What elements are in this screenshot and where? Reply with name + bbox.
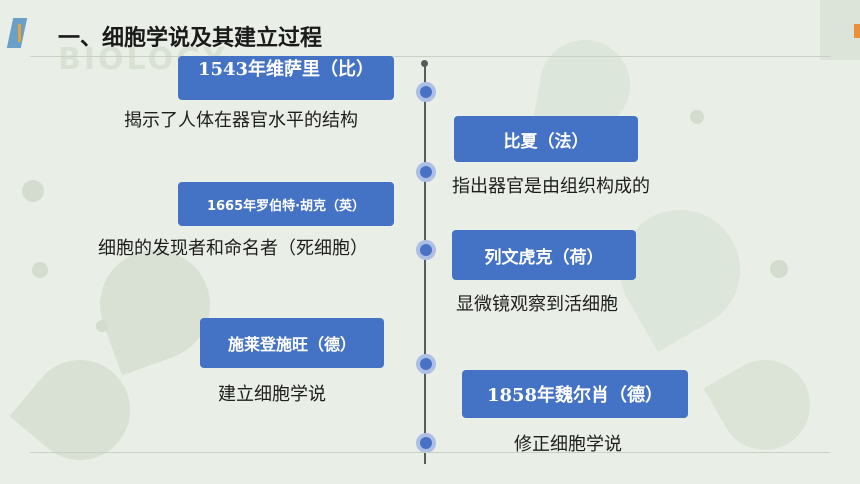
corner-accent-right (854, 24, 860, 38)
event-description-hooke: 细胞的发现者和命名者（死细胞） (98, 238, 368, 259)
event-label-schleiden-schwann: 施莱登施旺（德） (200, 318, 384, 368)
corner-decoration-right (820, 0, 860, 60)
event-description-virchow: 修正细胞学说 (514, 434, 622, 455)
event-description-bichat: 指出器官是由组织构成的 (452, 176, 650, 197)
footer-rule (30, 452, 830, 453)
timeline-node (416, 162, 436, 182)
corner-decoration-left (6, 18, 28, 48)
event-description-schleiden-schwann: 建立细胞学说 (218, 384, 326, 405)
dot-decoration (22, 180, 44, 202)
timeline-axis-start (421, 60, 428, 67)
header-rule (30, 56, 830, 57)
leaf-decoration (703, 343, 827, 467)
event-description-leeuwenhoek: 显微镜观察到活细胞 (456, 294, 618, 315)
dot-decoration (690, 110, 704, 124)
event-description-vesalius: 揭示了人体在器官水平的结构 (124, 110, 358, 131)
event-label-vesalius: 1543年维萨里（比） (178, 56, 394, 100)
timeline-node (416, 354, 436, 374)
dot-decoration (770, 260, 788, 278)
corner-accent-left (18, 24, 21, 42)
dot-decoration (96, 320, 108, 332)
event-label-virchow: 1858年魏尔肖（德） (462, 370, 688, 418)
timeline-node (416, 240, 436, 260)
dot-decoration (32, 262, 48, 278)
timeline-node (416, 82, 436, 102)
event-label-hooke: 1665年罗伯特·胡克（英） (178, 182, 394, 226)
timeline-node (416, 433, 436, 453)
event-label-bichat: 比夏（法） (454, 116, 638, 162)
event-label-leeuwenhoek: 列文虎克（荷） (452, 230, 636, 280)
page-title: 一、细胞学说及其建立过程 (58, 26, 323, 51)
timeline-axis (424, 64, 426, 464)
